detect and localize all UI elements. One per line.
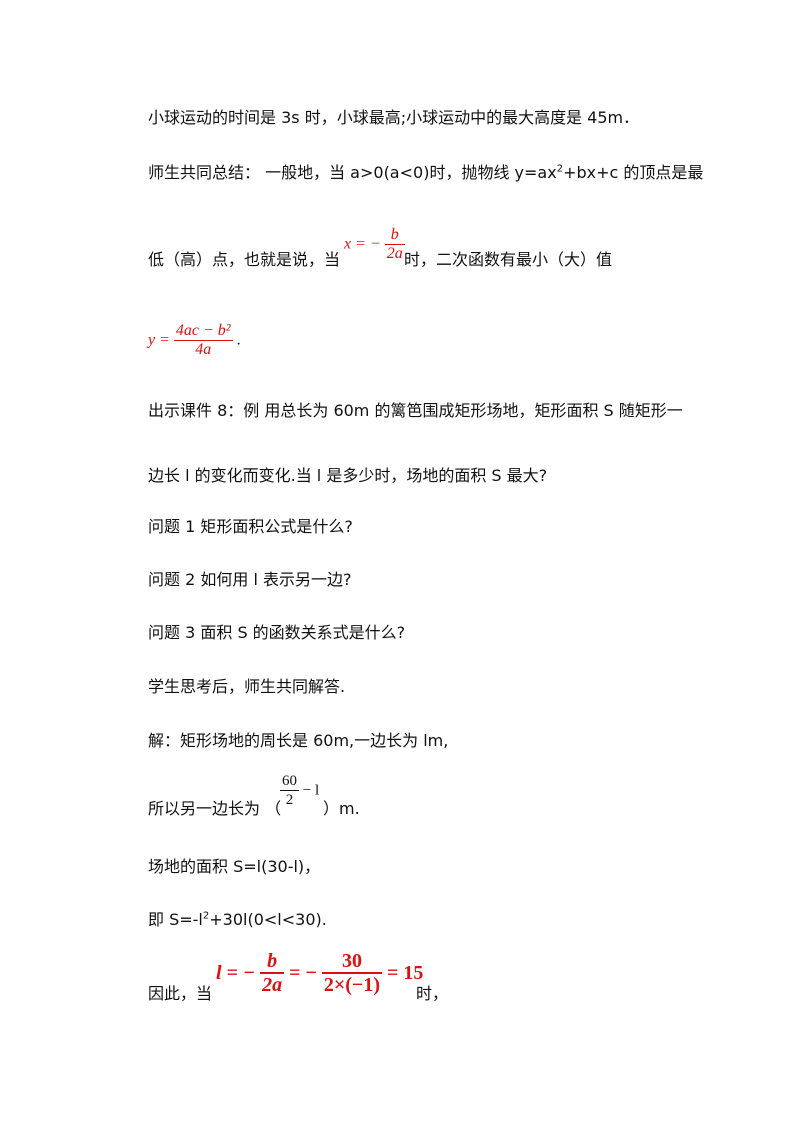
line-2-pre: 师生共同总结： 一般地，当 a>0(a<0)时，抛物线 y=ax: [148, 163, 557, 182]
side-formula: 60 2 − l: [280, 772, 319, 809]
l-formula: l = − b 2a = − 30 2×(−1) = 15: [216, 950, 423, 996]
text-line-8: 问题 2 如何用 l 表示另一边?: [148, 570, 352, 589]
l-rhs: = 15: [387, 962, 424, 984]
text-line-5: 出示课件 8：例 用总长为 60m 的篱笆围成矩形场地，矩形面积 S 随矩形一: [148, 401, 683, 420]
l-mid: = −: [289, 962, 317, 984]
l-fraction-2-denominator: 2×(−1): [321, 972, 382, 996]
vertex-x-fraction: b 2a: [384, 226, 405, 263]
l-fraction-1-denominator: 2a: [260, 972, 285, 996]
text-line-10: 学生思考后，师生共同解答.: [148, 677, 346, 696]
text-line-12: 所以另一边长为 （: [148, 799, 281, 819]
ymax-fraction: 4ac − b² 4a: [173, 322, 233, 359]
line-3-pre: 低（高）点，也就是说，当: [148, 250, 341, 269]
line-2-post: +bx+c 的顶点是最: [563, 163, 704, 182]
text-line-1: 小球运动的时间是 3s 时，小球最高;小球运动中的最大高度是 45m．: [148, 108, 640, 127]
text-line-2: 师生共同总结： 一般地，当 a>0(a<0)时，抛物线 y=ax2+bx+c 的…: [148, 163, 703, 183]
side-rest: − l: [302, 782, 320, 799]
line-2-superscript: 2: [556, 163, 564, 175]
line-14-post: +30l(0<l<30).: [209, 910, 327, 929]
l-lhs: l = −: [216, 962, 256, 984]
text-line-11: 解：矩形场地的周长是 60m,一边长为 lm,: [148, 731, 449, 750]
text-line-3-post: 时，二次函数有最小（大）值: [404, 250, 613, 269]
line-15-pre: 因此，当: [148, 984, 213, 1003]
ymax-denominator: 4a: [173, 340, 233, 359]
vertex-x-lhs: x = −: [344, 235, 381, 253]
text-line-15-post: 时，: [416, 984, 449, 1003]
ymax-formula: y = 4ac − b² 4a .: [148, 322, 241, 359]
vertex-x-numerator: b: [390, 226, 399, 243]
text-line-13: 场地的面积 S=l(30-l)，: [148, 857, 321, 876]
vertex-x-denominator: 2a: [384, 244, 405, 262]
text-line-9: 问题 3 面积 S 的函数关系式是什么?: [148, 623, 406, 642]
side-fraction: 60 2: [280, 772, 299, 809]
text-line-6: 边长 l 的变化而变化.当 l 是多少时，场地的面积 S 最大?: [148, 466, 548, 485]
vertex-x-formula: x = − b 2a: [344, 226, 405, 263]
ymax-numerator: 4ac − b²: [175, 322, 231, 339]
side-numerator: 60: [282, 773, 297, 789]
line-14-pre: 即 S=-l: [148, 910, 203, 929]
line-14-superscript: 2: [202, 910, 210, 922]
l-fraction-2: 30 2×(−1): [321, 950, 382, 996]
side-denominator: 2: [280, 790, 299, 809]
text-line-7: 问题 1 矩形面积公式是什么?: [148, 517, 353, 536]
line-12-pre: 所以另一边长为 （: [148, 799, 282, 818]
ymax-period: .: [236, 331, 241, 349]
ymax-lhs: y =: [148, 331, 170, 349]
text-line-14: 即 S=-l2+30l(0<l<30).: [148, 910, 327, 930]
text-line-15: 因此，当: [148, 984, 212, 1004]
l-fraction-2-numerator: 30: [341, 950, 362, 972]
l-fraction-1: b 2a: [260, 950, 285, 996]
text-line-12-post: ）m.: [323, 799, 360, 818]
l-fraction-1-numerator: b: [267, 950, 278, 972]
text-line-3: 低（高）点，也就是说，当: [148, 250, 340, 270]
